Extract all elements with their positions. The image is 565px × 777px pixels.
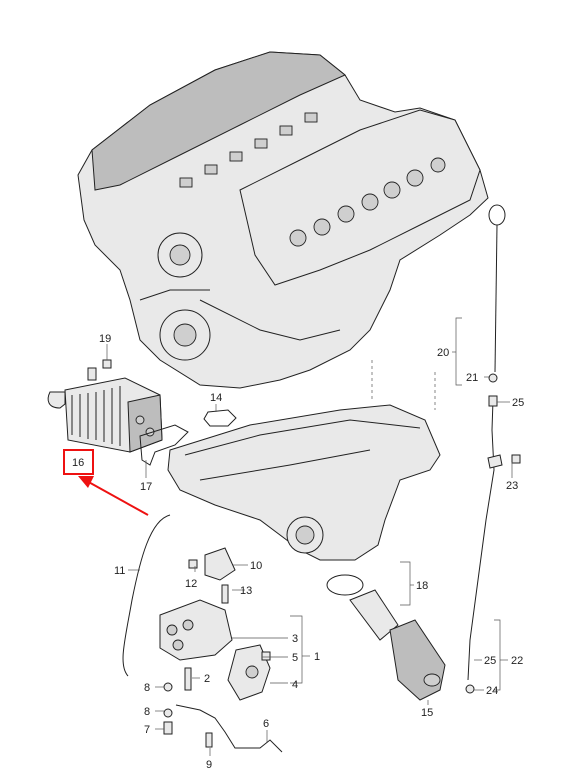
callout-14: 14 — [210, 392, 222, 404]
callout-15: 15 — [421, 707, 433, 719]
leader-lines — [106, 317, 513, 756]
callout-12: 12 — [185, 578, 197, 590]
dipstick — [467, 204, 506, 681]
callout-9: 9 — [206, 759, 212, 771]
callout-6: 6 — [263, 718, 269, 730]
callout-13: 13 — [240, 585, 252, 597]
callout-25-lower: 25 — [484, 655, 496, 667]
callout-16: 16 — [72, 457, 84, 469]
callout-7: 7 — [144, 724, 150, 736]
callout-20: 20 — [437, 347, 449, 359]
callout-3: 3 — [292, 633, 298, 645]
oil-cooler — [47, 367, 163, 453]
callout-25-upper: 25 — [512, 397, 524, 409]
callout-23: 23 — [506, 480, 518, 492]
highlight-arrow — [84, 479, 149, 516]
callout-22: 22 — [511, 655, 523, 667]
seal-11 — [122, 514, 171, 677]
oil-filter — [326, 574, 446, 701]
callout-21: 21 — [466, 372, 478, 384]
engine-block — [77, 51, 489, 389]
callout-4: 4 — [292, 679, 298, 691]
callout-8-upper: 8 — [144, 682, 150, 694]
callout-18: 18 — [416, 580, 428, 592]
callout-11: 11 — [114, 565, 125, 577]
callout-19: 19 — [99, 333, 111, 345]
highlight-box-16 — [63, 449, 94, 475]
callout-17: 17 — [140, 481, 152, 493]
oil-filter-housing — [159, 599, 271, 701]
callout-10: 10 — [250, 560, 262, 572]
highlight-arrowhead — [78, 476, 94, 488]
callout-8-lower: 8 — [144, 706, 150, 718]
oil-pan — [167, 360, 441, 561]
callout-2: 2 — [204, 673, 210, 685]
callout-24: 24 — [486, 685, 498, 697]
fasteners — [102, 359, 521, 748]
seal-14 — [203, 409, 237, 427]
gasket-17 — [139, 424, 189, 466]
callout-5: 5 — [292, 652, 298, 664]
callout-1: 1 — [314, 651, 320, 663]
oil-line-6 — [175, 704, 283, 753]
